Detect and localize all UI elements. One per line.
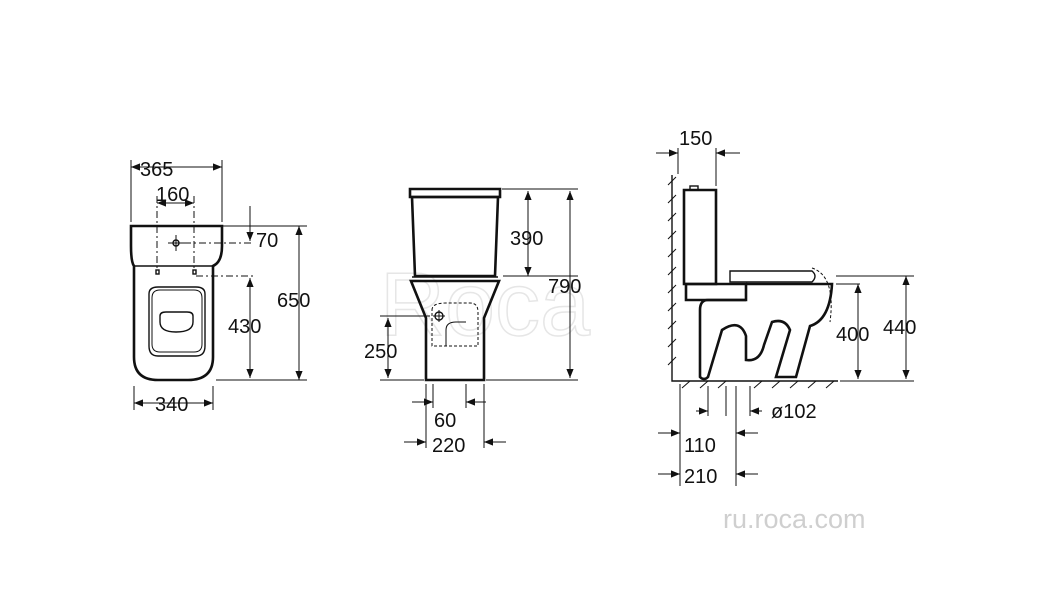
dim-outlet-dist-near: 110 bbox=[684, 435, 716, 457]
dim-tank-offset: 70 bbox=[256, 230, 278, 252]
wall-floor-line bbox=[671, 175, 838, 382]
side-view: 150 400 440 ø102 110 210 bbox=[656, 128, 916, 488]
side-view-outline bbox=[682, 185, 834, 381]
dim-tank-height: 390 bbox=[510, 228, 543, 250]
dim-height-total: 790 bbox=[548, 276, 581, 298]
dim-outlet-dist-far: 210 bbox=[684, 466, 717, 488]
front-view-outline bbox=[408, 187, 502, 382]
dim-outlet-diameter: ø102 bbox=[771, 401, 817, 423]
dim-base-width: 340 bbox=[155, 394, 188, 416]
front-view: 390 790 250 60 220 bbox=[364, 187, 581, 457]
site-url: ru.roca.com bbox=[723, 504, 866, 534]
dim-hole-spacing: 160 bbox=[156, 184, 189, 206]
dim-outlet-height: 250 bbox=[364, 341, 397, 363]
top-view-outline bbox=[129, 224, 224, 382]
brand-watermark: Roca bbox=[380, 255, 591, 355]
dim-width-total: 365 bbox=[140, 159, 173, 181]
dim-seat-height-high: 440 bbox=[883, 317, 916, 339]
dim-base-width-front: 220 bbox=[432, 435, 465, 457]
dim-seat-height-low: 400 bbox=[836, 324, 869, 346]
top-view: 365 160 70 430 650 340 bbox=[129, 159, 310, 416]
dim-tank-gap: 150 bbox=[679, 128, 712, 150]
dim-hole-to-front: 430 bbox=[228, 316, 261, 338]
dim-depth-total: 650 bbox=[277, 290, 310, 312]
dim-outlet-width: 60 bbox=[434, 410, 456, 432]
wall-hatching bbox=[667, 176, 835, 389]
